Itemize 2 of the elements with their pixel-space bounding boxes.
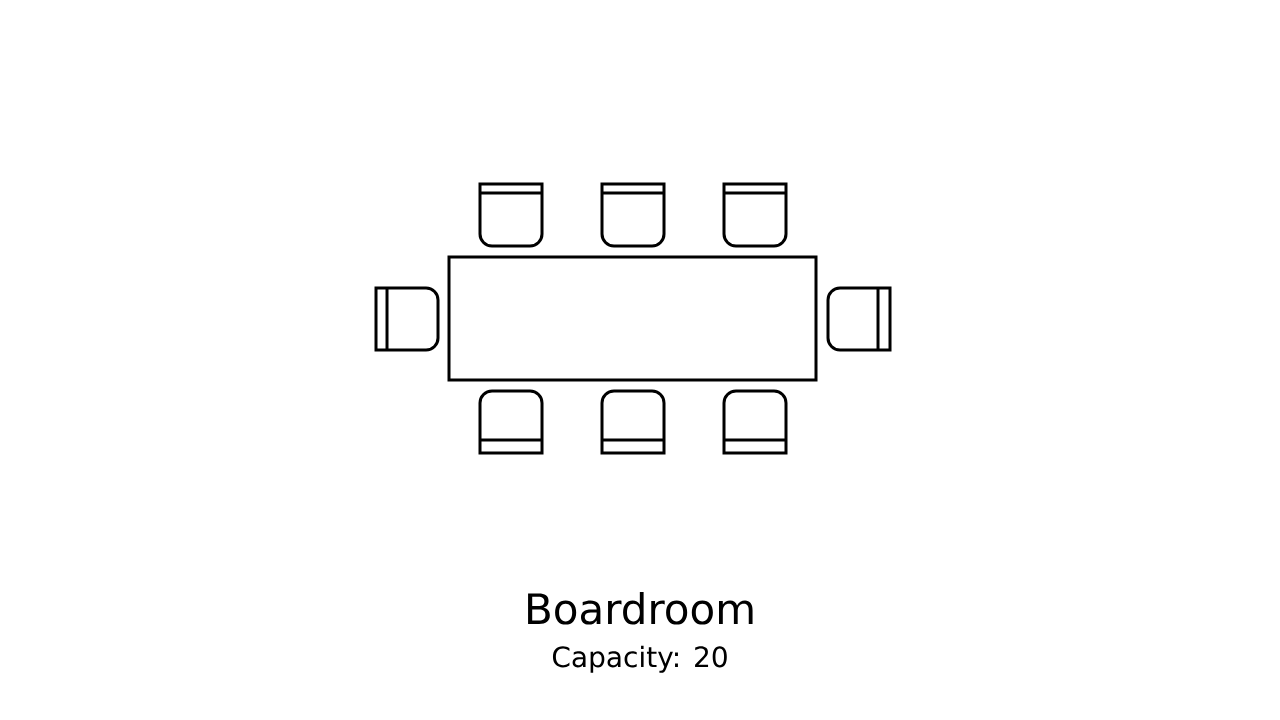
title: Boardroom xyxy=(528,592,753,625)
caption: Capacity: 20 xyxy=(552,645,727,673)
